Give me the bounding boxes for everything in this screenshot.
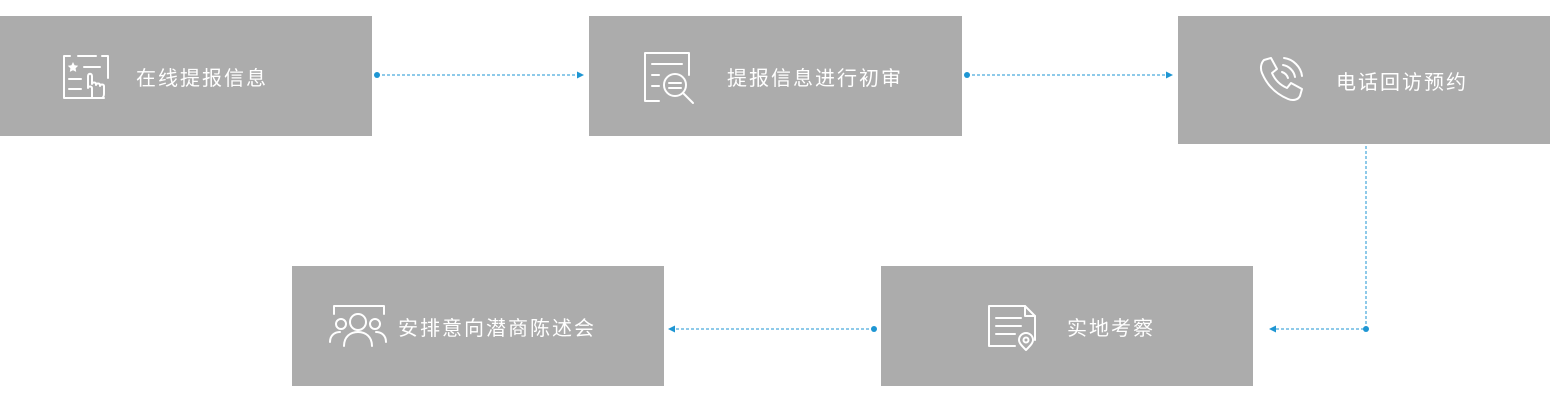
arrowhead-icon <box>668 325 675 333</box>
step-label: 电话回访预约 <box>1336 69 1468 94</box>
step-initial-review: 提报信息进行初审 <box>589 16 962 136</box>
phone-call-icon <box>1259 57 1303 101</box>
arrowhead-icon <box>1269 325 1276 333</box>
group-meeting-icon <box>329 305 387 347</box>
connector-start-dot <box>1363 326 1369 332</box>
step-online-submit: 在线提报信息 <box>0 16 372 136</box>
connector-start-dot <box>964 72 970 78</box>
step-label: 提报信息进行初审 <box>727 65 903 90</box>
connector-start-dot <box>871 326 877 332</box>
form-click-icon <box>63 55 109 99</box>
step-label: 实地考察 <box>1067 315 1155 340</box>
connector-start-dot <box>374 72 380 78</box>
arrowhead-icon <box>577 71 584 79</box>
arrowhead-icon <box>1166 71 1173 79</box>
document-search-icon <box>644 52 694 104</box>
step-phone-followup: 电话回访预约 <box>1178 16 1550 144</box>
step-label: 在线提报信息 <box>136 65 268 90</box>
document-location-icon <box>988 305 1036 351</box>
step-presentation-meeting: 安排意向潜商陈述会 <box>292 266 664 386</box>
step-site-inspection: 实地考察 <box>881 266 1253 386</box>
connector-step3-step4 <box>1276 146 1367 330</box>
step-label: 安排意向潜商陈述会 <box>398 315 596 340</box>
